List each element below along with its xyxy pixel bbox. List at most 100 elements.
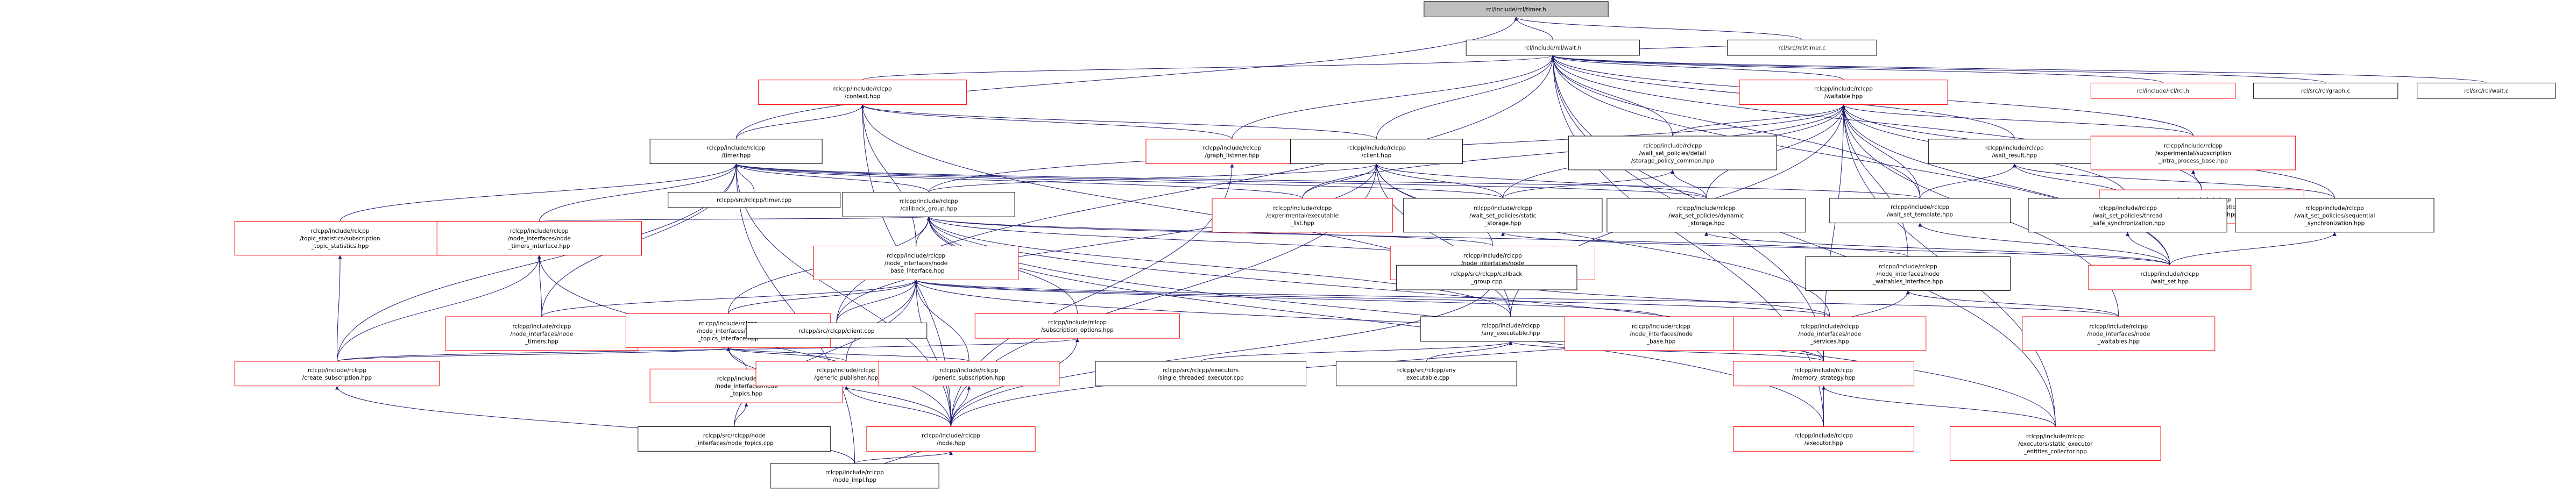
node-rclcpp-src-timer-cpp[interactable]: rclcpp/src/rclcpp/timer.cpp — [668, 191, 841, 208]
node-rclcpp-client[interactable]: rclcpp/include/rclcpp/client.hpp — [1290, 139, 1463, 165]
edge-static_exec_collector-to-rcl_wait_h — [1551, 55, 2056, 427]
edge-ws_dynamic_storage-to-ws_detail_storage_common — [1671, 169, 1707, 198]
node-ws-static-storage[interactable]: rclcpp/include/rclcpp/wait_set_policies/… — [1403, 198, 1603, 233]
node-label-line: _base_interface.hpp — [887, 268, 945, 274]
node-rcl-src-timer-c[interactable]: rcl/src/rcl/timer.c — [1727, 39, 1877, 56]
node-rclcpp-wait-set[interactable]: rclcpp/include/rclcpp/wait_set.hpp — [2088, 265, 2252, 290]
node-label-line: /node.hpp — [937, 440, 965, 446]
node-label-line: /wait_set_template.hpp — [1887, 212, 1953, 218]
node-label-line: rclcpp/include/rclcpp — [1643, 143, 1702, 149]
node-rclcpp-executor[interactable]: rclcpp/include/rclcpp/executor.hpp — [1733, 426, 1914, 452]
node-box — [445, 316, 639, 351]
node-ws-thread-safe-sync[interactable]: rclcpp/include/rclcpp/wait_set_policies/… — [2028, 198, 2227, 233]
node-exp-sub-ipb-base[interactable]: rclcpp/include/rclcpp/experimental/subsc… — [2090, 136, 2296, 170]
node-ni-timers-interface[interactable]: rclcpp/include/rclcpp/node_interfaces/no… — [436, 221, 642, 256]
node-ws-detail-storage-common[interactable]: rclcpp/include/rclcpp/wait_set_policies/… — [1568, 136, 1777, 170]
node-label-line: /node_interfaces/node — [2087, 331, 2150, 337]
node-label-line: rclcpp/include/rclcpp — [1474, 205, 1532, 211]
node-box — [1466, 39, 1640, 56]
node-sub-options[interactable]: rclcpp/include/rclcpp/subscription_optio… — [974, 313, 1180, 339]
node-label-line: rclcpp/include/rclcpp — [699, 320, 758, 327]
node-ws-sequential-sync[interactable]: rclcpp/include/rclcpp/wait_set_policies/… — [2235, 198, 2435, 233]
node-rclcpp-src-callback-group[interactable]: rclcpp/src/rclcpp/callback_group.cpp — [1396, 265, 1577, 290]
node-label-line: rclcpp/include/rclcpp — [1463, 253, 1522, 259]
node-rclcpp-node-impl[interactable]: rclcpp/include/rclcpp/node_impl.hpp — [770, 463, 939, 489]
node-rclcpp-context[interactable]: rclcpp/include/rclcpp/context.hpp — [758, 80, 967, 105]
node-label-line: /experimental/subscription — [2155, 151, 2231, 157]
node-label-line: rclcpp/include/rclcpp — [1985, 145, 2044, 152]
node-box — [1805, 256, 2011, 291]
node-label-line: rclcpp/include/rclcpp — [1347, 145, 1406, 152]
node-rclcpp-src-client-cpp[interactable]: rclcpp/src/rclcpp/client.cpp — [746, 322, 928, 339]
edge-ni_services-to-ni_base_interface — [914, 280, 1830, 317]
edge-rclcpp_src_client_cpp-to-ni_base_interface — [836, 280, 918, 323]
node-src-ni-topics[interactable]: rclcpp/src/rclcpp/node_interfaces/node_t… — [638, 426, 831, 452]
node-exp-executable-list[interactable]: rclcpp/include/rclcpp/experimental/execu… — [1212, 198, 1393, 233]
node-box — [1733, 426, 1914, 452]
node-create-subscription[interactable]: rclcpp/include/rclcpp/create_subscriptio… — [234, 361, 440, 387]
node-label-line: /node_interfaces/node — [1798, 331, 1861, 337]
node-label-line: _waitables.hpp — [2097, 338, 2140, 345]
node-box — [866, 426, 1036, 452]
edge-rclcpp_graph_listener-to-rcl_wait_h — [1232, 55, 1555, 139]
edge-rclcpp_node-to-generic_subscription — [951, 386, 971, 427]
node-rclcpp-graph-listener[interactable]: rclcpp/include/rclcpp/graph_listener.hpp — [1145, 139, 1319, 165]
edge-rclcpp_timer-to-rclcpp_context — [735, 104, 865, 139]
node-label-line: rclcpp/include/rclcpp — [1048, 319, 1107, 326]
node-rclcpp-wait-result[interactable]: rclcpp/include/rclcpp/wait_result.hpp — [1928, 139, 2101, 165]
node-ni-base-interface[interactable]: rclcpp/include/rclcpp/node_interfaces/no… — [813, 246, 1019, 280]
edge-create_subscription-to-ni_timers_interface — [336, 255, 541, 361]
node-ws-template[interactable]: rclcpp/include/rclcpp/wait_set_template.… — [1829, 198, 2011, 224]
node-label-line: /waitable.hpp — [1824, 94, 1863, 100]
node-box — [1290, 139, 1463, 165]
node-ni-waitables[interactable]: rclcpp/include/rclcpp/node_interfaces/no… — [2022, 316, 2216, 351]
node-ni-services[interactable]: rclcpp/include/rclcpp/node_interfaces/no… — [1733, 316, 1927, 351]
node-ws-dynamic-storage[interactable]: rclcpp/include/rclcpp/wait_set_policies/… — [1607, 198, 1806, 233]
node-src-any-executable[interactable]: rclcpp/src/rclcpp/any_executable.cpp — [1335, 361, 1517, 387]
node-label-line: rclcpp/include/rclcpp — [308, 367, 366, 374]
node-label-line: /node_interfaces/node — [508, 236, 571, 242]
node-rclcpp-waitable[interactable]: rclcpp/include/rclcpp/waitable.hpp — [1739, 80, 1948, 105]
edge-ni_timers_interface-to-rclcpp_timer — [539, 163, 738, 222]
edge-ni_waitables_interface-to-rclcpp_callback_group — [926, 216, 1908, 257]
node-label-line: rclcpp/include/rclcpp — [833, 86, 892, 92]
node-rcl-rcl-h[interactable]: rcl/include/rcl/rcl.h — [2090, 82, 2236, 99]
node-label-line: rclcpp/include/rclcpp — [900, 198, 958, 204]
node-memory-strategy[interactable]: rclcpp/include/rclcpp/memory_strategy.hp… — [1733, 361, 1914, 387]
edge-ws_sequential_sync-to-rclcpp_wait_result — [2012, 163, 2335, 199]
node-rcl-graph-c[interactable]: rcl/src/rcl/graph.c — [2253, 82, 2398, 99]
node-rclcpp-node[interactable]: rclcpp/include/rclcpp/node.hpp — [866, 426, 1036, 452]
node-label-line: /wait_set_policies/thread — [2093, 212, 2163, 219]
node-box — [1950, 426, 2161, 461]
node-label-line: rclcpp/src/rclcpp/client.cpp — [798, 328, 874, 334]
node-label-line: rclcpp/include/rclcpp — [1794, 432, 1853, 439]
node-box — [2088, 265, 2252, 290]
node-rcl-wait-h[interactable]: rcl/include/rcl/wait.h — [1466, 39, 1640, 56]
node-label-line: _topics.hpp — [730, 391, 762, 397]
node-box — [2417, 82, 2556, 99]
node-label-line: /memory_strategy.hpp — [1792, 375, 1856, 381]
node-single-threaded-exec[interactable]: rclcpp/src/rclcpp/executors/single_threa… — [1095, 361, 1307, 387]
node-label-line: rclcpp/include/rclcpp — [887, 253, 945, 259]
node-ni-base[interactable]: rclcpp/include/rclcpp/node_interfaces/no… — [1565, 316, 1758, 351]
edge-src_any_executable-to-any_executable — [1426, 341, 1513, 362]
node-label-line: rclcpp/include/rclcpp — [1481, 323, 1540, 329]
node-rcl-wait-c[interactable]: rcl/src/rcl/wait.c — [2417, 82, 2556, 99]
node-rclcpp-callback-group[interactable]: rclcpp/include/rclcpp/callback_group.hpp — [842, 191, 1015, 217]
node-static-exec-collector[interactable]: rclcpp/include/rclcpp/executors/static_e… — [1950, 426, 2161, 461]
node-ni-timers[interactable]: rclcpp/include/rclcpp/node_interfaces/no… — [445, 316, 639, 351]
node-box — [1733, 316, 1927, 351]
node-generic-subscription[interactable]: rclcpp/include/rclcpp/generic_subscripti… — [878, 361, 1060, 387]
edge-rclcpp_callback_group-to-rclcpp_client — [928, 163, 1378, 192]
node-label-line: rclcpp/include/rclcpp — [1632, 323, 1690, 330]
node-topic-stats-sub[interactable]: rclcpp/include/rclcpp/topic_statistics/s… — [234, 221, 446, 256]
edge-generic_subscription-to-ni_topics_interface — [726, 347, 969, 362]
node-label-line: rclcpp/include/rclcpp — [2164, 143, 2223, 149]
node-rclcpp-timer[interactable]: rclcpp/include/rclcpp/timer.hpp — [649, 139, 823, 165]
node-box — [234, 221, 446, 256]
node-ni-waitables-interface[interactable]: rclcpp/include/rclcpp/node_interfaces/no… — [1805, 256, 2011, 291]
edge-rcl_src_timer_c-to-rcl_timer_h — [1514, 17, 1802, 40]
edge-rcl_wait_h-to-rcl_timer_h — [1514, 17, 1553, 40]
node-label-line: /wait_set_policies/detail — [1639, 151, 1706, 157]
